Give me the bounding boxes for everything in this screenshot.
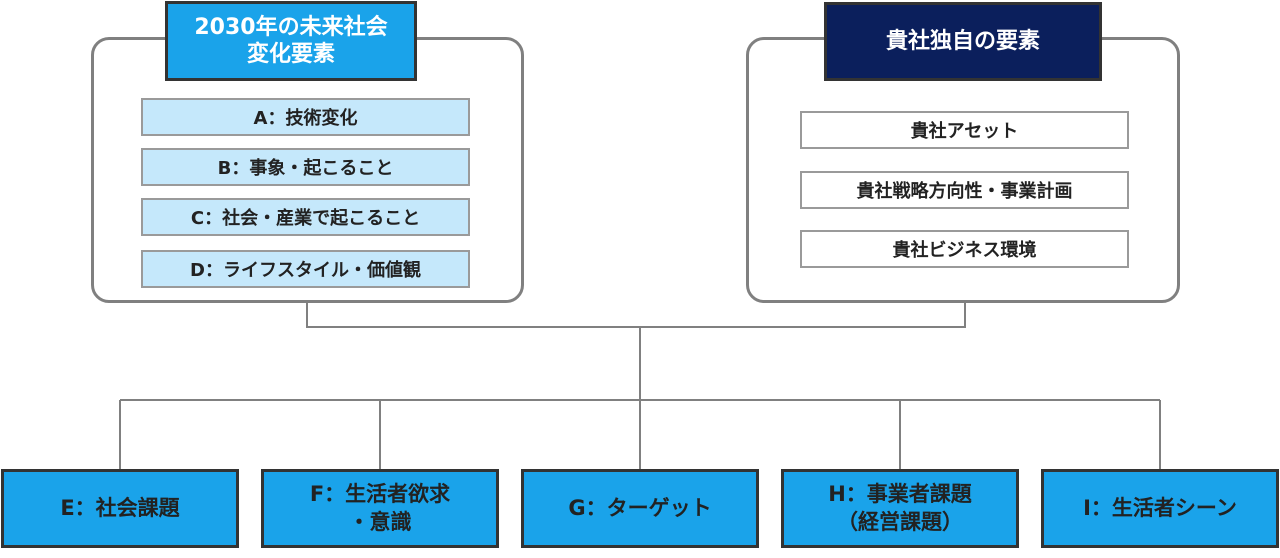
- factor-d-lifestyle-values: D：ライフスタイル・価値観: [141, 250, 470, 288]
- issue-f-line-2: ・意識: [348, 509, 412, 534]
- issue-i-line-1: I：生活者シーン: [1083, 495, 1237, 520]
- issue-h-line-1: H：事業者課題: [828, 482, 972, 507]
- factor-b-events: B：事象・起こること: [141, 148, 470, 186]
- future-change-header-line-1: 2030年の未来社会: [194, 14, 388, 40]
- company-specific-elements-header: 貴社独自の要素: [824, 2, 1102, 81]
- connector-right-group: [640, 303, 966, 328]
- factor-a-technology-change: A：技術変化: [141, 98, 470, 136]
- connector-left-group: [306, 303, 640, 328]
- issue-f-line-1: F：生活者欲求: [309, 482, 451, 507]
- issue-h-line-2: （経営課題）: [836, 509, 963, 534]
- issue-f-consumer-desires: F：生活者欲求 ・意識: [261, 469, 499, 548]
- issue-e-social-issues: E：社会課題: [1, 469, 239, 548]
- issue-h-business-issues: H：事業者課題 （経営課題）: [781, 469, 1019, 548]
- issue-i-consumer-scenes: I：生活者シーン: [1041, 469, 1279, 548]
- issue-e-line-1: E：社会課題: [60, 495, 180, 520]
- future-change-elements-header: 2030年の未来社会 変化要素: [165, 1, 417, 81]
- factor-company-business-environment: 貴社ビジネス環境: [800, 230, 1129, 268]
- future-change-header-line-2: 変化要素: [246, 42, 335, 67]
- factor-company-strategy: 貴社戦略方向性・事業計画: [800, 171, 1129, 209]
- issue-g-target: G：ターゲット: [521, 469, 759, 548]
- factor-company-assets: 貴社アセット: [800, 111, 1129, 149]
- issue-g-line-1: G：ターゲット: [568, 495, 712, 520]
- factor-c-social-industry: C：社会・産業で起こること: [141, 198, 470, 236]
